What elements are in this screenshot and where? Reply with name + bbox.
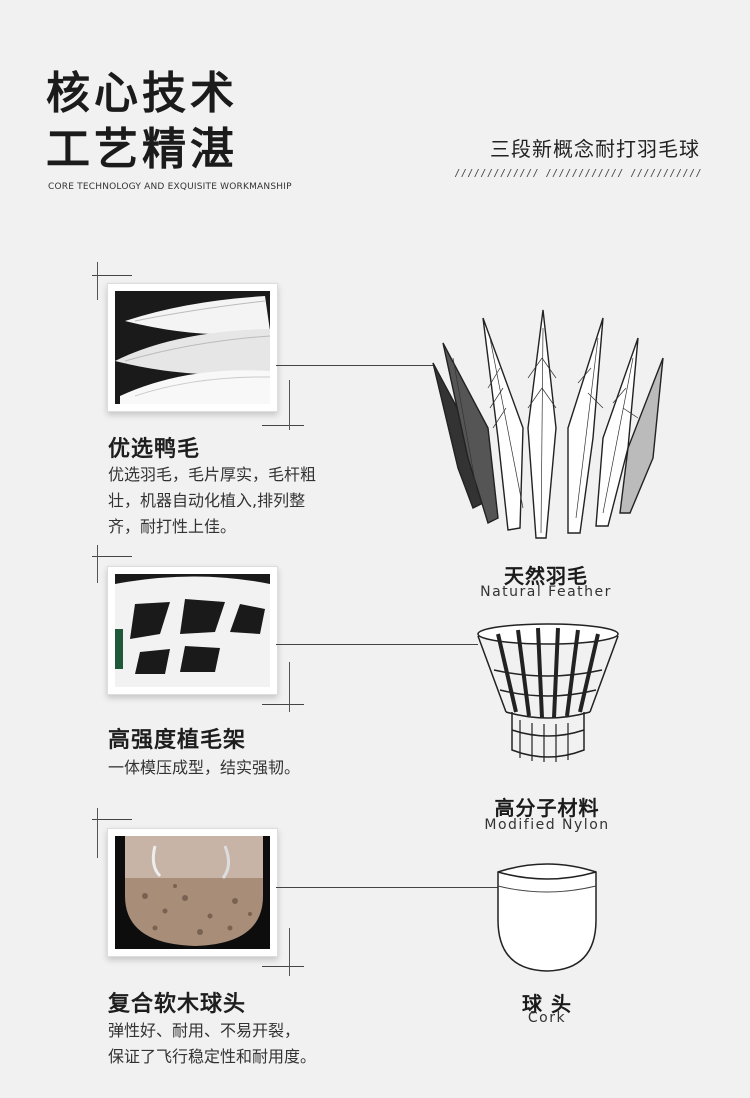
part-label-en: Modified Nylon <box>484 817 610 833</box>
corner-mark-v <box>97 262 98 300</box>
connector-line <box>276 644 478 645</box>
corner-mark-h <box>262 704 304 705</box>
page-subtitle-en: CORE TECHNOLOGY AND EXQUISITE WORKMANSHI… <box>48 182 292 192</box>
nylon-skirt-photo-icon <box>115 574 270 687</box>
corner-mark-v <box>97 545 98 583</box>
corner-mark-v <box>289 662 290 712</box>
corner-mark-h <box>262 425 304 426</box>
feather-diagram-icon <box>432 309 664 539</box>
corner-mark-v <box>289 380 290 430</box>
feature-description: 一体模压成型，结实强韧。 <box>108 755 358 781</box>
desc-line: 保证了飞行稳定性和耐用度。 <box>108 1047 317 1066</box>
cork-photo <box>107 828 278 957</box>
nylon-skirt-diagram-icon <box>477 623 619 762</box>
corner-mark-h <box>262 966 304 967</box>
cork-diagram-icon <box>497 863 597 972</box>
part-label-en: Natural Feather <box>480 584 612 600</box>
feather-photo <box>107 283 278 412</box>
nylon-skirt-photo <box>107 566 278 695</box>
page-title-line1: 核心技术 <box>46 68 238 119</box>
corner-mark-v <box>289 928 290 976</box>
corner-mark-v <box>97 808 98 858</box>
part-label-en: Cork <box>527 1010 567 1026</box>
feature-description: 优选羽毛，毛片厚实，毛杆粗 壮，机器自动化植入,排列整 齐，耐打性上佳。 <box>108 462 358 540</box>
part-label-cn: 高分子材料 <box>494 796 600 820</box>
feature-title: 复合软木球头 <box>108 992 247 1017</box>
part-label-cn: 球 头 <box>522 992 572 1016</box>
page-title-line2: 工艺精湛 <box>46 124 238 175</box>
desc-line: 优选羽毛，毛片厚实，毛杆粗 <box>108 465 317 484</box>
corner-mark-h <box>92 819 132 820</box>
desc-line: 一体模压成型，结实强韧。 <box>108 758 301 777</box>
corner-mark-h <box>92 275 132 276</box>
feather-photo-icon <box>115 291 270 404</box>
part-label-cn: 天然羽毛 <box>504 564 588 588</box>
feature-title: 高强度植毛架 <box>108 728 247 753</box>
desc-line: 弹性好、耐用、不易开裂， <box>108 1021 301 1040</box>
cork-photo-icon <box>115 836 270 949</box>
connector-line <box>276 887 498 888</box>
connector-line <box>276 365 434 366</box>
corner-mark-h <box>92 556 132 557</box>
desc-line: 壮，机器自动化植入,排列整 <box>108 491 306 510</box>
decorative-slashes: ///////////// //////////// /////////// <box>454 168 702 179</box>
feature-title: 优选鸭毛 <box>108 437 201 462</box>
feature-description: 弹性好、耐用、不易开裂， 保证了飞行稳定性和耐用度。 <box>108 1018 388 1070</box>
desc-line: 齐，耐打性上佳。 <box>108 517 237 536</box>
product-tagline: 三段新概念耐打羽毛球 <box>490 137 700 161</box>
